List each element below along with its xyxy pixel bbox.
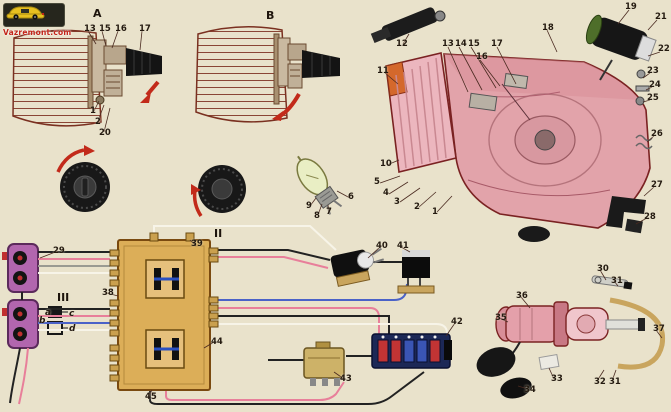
watermark: Vazremont.com bbox=[3, 3, 72, 37]
relay-43 bbox=[303, 341, 345, 386]
diagram-b-adjuster bbox=[277, 37, 340, 89]
watermark-car-icon bbox=[3, 3, 65, 27]
headlight-connector-upper bbox=[2, 243, 39, 293]
leveling-actuator bbox=[495, 301, 645, 367]
diagram-a-rotation-arrow bbox=[140, 80, 160, 103]
diagram-b-rotation-arrow bbox=[272, 93, 301, 121]
junction-box bbox=[109, 232, 219, 391]
adjuster-knob-left bbox=[56, 145, 110, 212]
diagram-b-reflector bbox=[195, 26, 288, 123]
headlight-housing bbox=[443, 53, 651, 229]
relay-41 bbox=[397, 250, 435, 294]
fuse-block bbox=[371, 333, 452, 369]
leader-lines-bottom bbox=[39, 239, 663, 397]
diagram-a-reflector bbox=[12, 29, 102, 127]
side-marker-part bbox=[370, 7, 446, 44]
rubber-boot bbox=[476, 347, 560, 399]
headlight-lens bbox=[385, 52, 457, 173]
leader-lines-top bbox=[87, 9, 661, 225]
actuator-tube bbox=[609, 297, 666, 370]
headlight-connector-lower bbox=[2, 299, 39, 349]
adjuster-knob-right bbox=[191, 165, 246, 217]
wiring-harness bbox=[9, 225, 448, 405]
leveling-motor bbox=[585, 14, 657, 81]
bulb-connector-plug bbox=[330, 247, 385, 287]
halogen-bulb bbox=[296, 155, 343, 215]
diagram-a-adjuster bbox=[91, 39, 162, 105]
actuator-rod-parts bbox=[591, 275, 633, 290]
watermark-text: Vazremont.com bbox=[3, 28, 72, 37]
